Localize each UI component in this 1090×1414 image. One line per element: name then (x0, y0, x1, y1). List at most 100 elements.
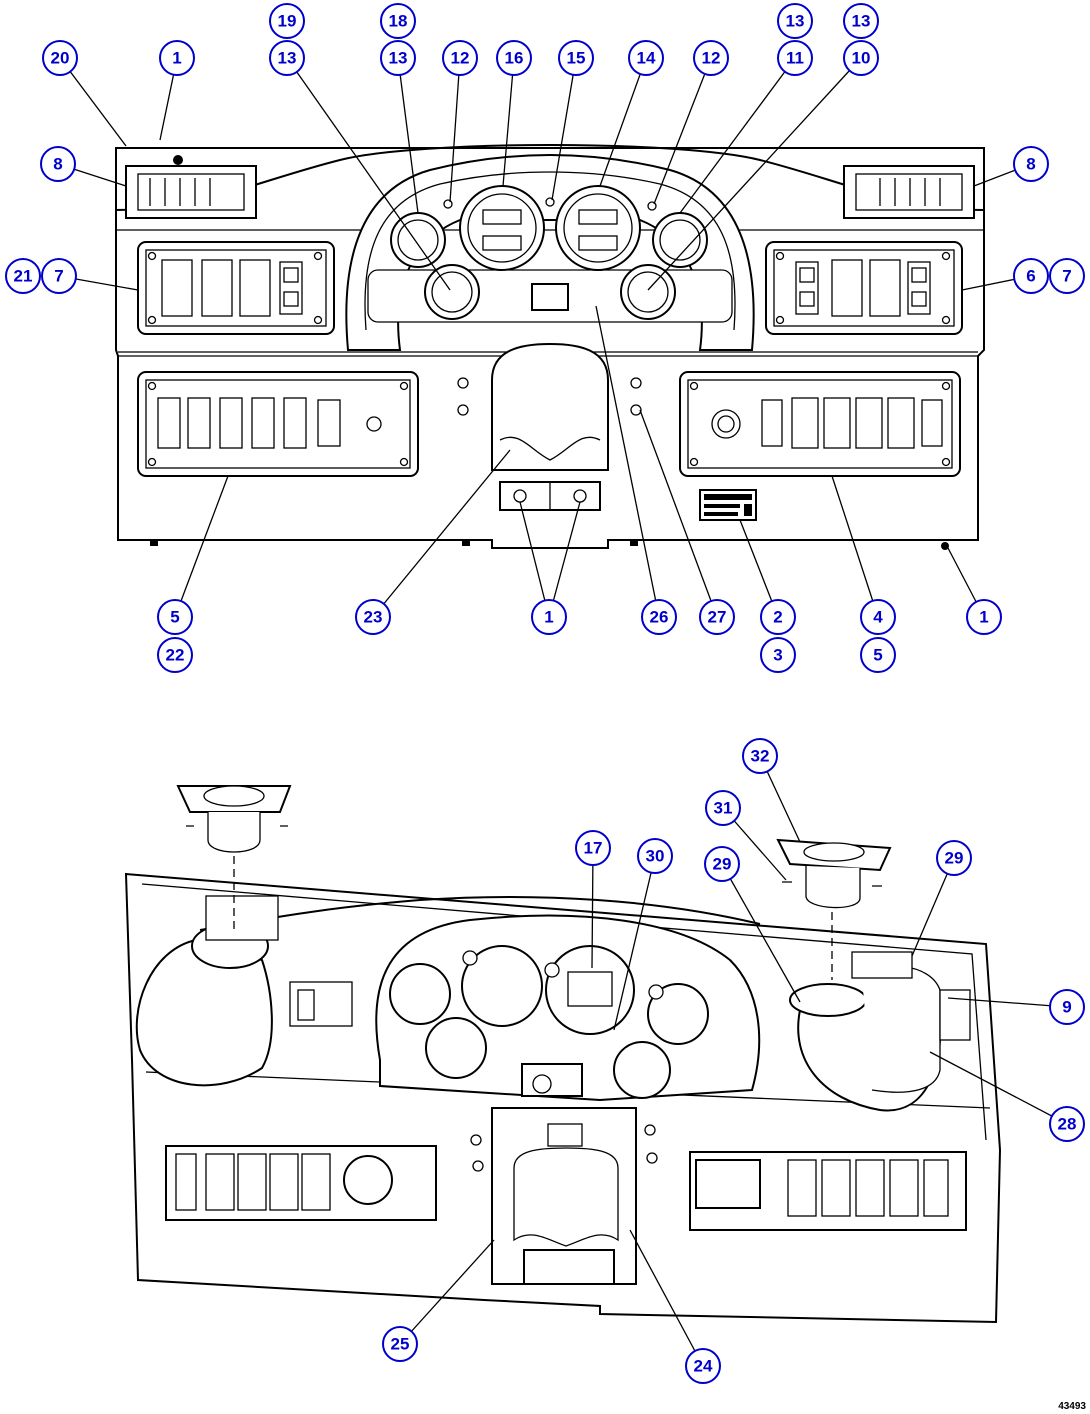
svg-text:13: 13 (786, 12, 805, 31)
large-gauge-tachometer (555, 185, 641, 271)
callout-7: 7 (41, 258, 77, 294)
svg-text:24: 24 (694, 1357, 713, 1376)
callout-29: 29 (936, 840, 972, 876)
callout-24: 24 (685, 1348, 721, 1384)
svg-text:20: 20 (51, 49, 70, 68)
callout-13: 13 (843, 3, 879, 39)
svg-text:10: 10 (852, 49, 871, 68)
svg-text:29: 29 (945, 849, 964, 868)
svg-text:12: 12 (451, 49, 470, 68)
svg-text:12: 12 (702, 49, 721, 68)
callout-12: 12 (442, 40, 478, 76)
small-gauge (652, 212, 708, 268)
small-gauge (424, 264, 480, 320)
callout-1: 1 (159, 40, 195, 76)
callout-21: 21 (5, 258, 41, 294)
callout-27: 27 (699, 599, 735, 635)
small-gauge (620, 264, 676, 320)
leader-lines (57, 57, 1068, 1367)
callout-1: 1 (966, 599, 1002, 635)
callout-31: 31 (705, 790, 741, 826)
drawing-number: 43493 (1058, 1401, 1086, 1412)
steering-column-cover (491, 342, 609, 471)
svg-text:28: 28 (1058, 1115, 1077, 1134)
svg-text:27: 27 (708, 608, 727, 627)
rear-view-instrument-panel (124, 785, 1002, 1324)
svg-text:13: 13 (278, 49, 297, 68)
callout-8: 8 (1013, 146, 1049, 182)
callout-8: 8 (40, 146, 76, 182)
svg-text:8: 8 (1026, 155, 1035, 174)
svg-text:8: 8 (53, 155, 62, 174)
callout-26: 26 (641, 599, 677, 635)
svg-text:1: 1 (544, 608, 553, 627)
svg-text:3: 3 (773, 646, 782, 665)
callout-3: 3 (760, 637, 796, 673)
svg-text:22: 22 (166, 646, 185, 665)
callout-25: 25 (382, 1326, 418, 1362)
callout-23: 23 (355, 599, 391, 635)
callout-18: 18 (380, 3, 416, 39)
callout-30: 30 (637, 838, 673, 874)
svg-text:32: 32 (751, 747, 770, 766)
small-gauge (390, 212, 446, 268)
callout-20: 20 (42, 40, 78, 76)
callout-19: 19 (269, 3, 305, 39)
svg-text:2: 2 (773, 608, 782, 627)
svg-text:29: 29 (713, 855, 732, 874)
callout-9: 9 (1049, 989, 1085, 1025)
callout-32: 32 (742, 738, 778, 774)
svg-text:21: 21 (14, 267, 33, 286)
callout-13: 13 (269, 40, 305, 76)
callout-5: 5 (860, 637, 896, 673)
svg-text:7: 7 (54, 267, 63, 286)
callout-28: 28 (1049, 1106, 1085, 1142)
svg-text:19: 19 (278, 12, 297, 31)
svg-text:1: 1 (979, 608, 988, 627)
svg-text:14: 14 (637, 49, 656, 68)
svg-text:9: 9 (1062, 998, 1071, 1017)
svg-text:13: 13 (852, 12, 871, 31)
svg-text:26: 26 (650, 608, 669, 627)
svg-text:13: 13 (389, 49, 408, 68)
callout-14: 14 (628, 40, 664, 76)
svg-text:6: 6 (1026, 267, 1035, 286)
callout-1: 1 (531, 599, 567, 635)
svg-text:15: 15 (567, 49, 586, 68)
duct-elbow-left (135, 938, 273, 1087)
svg-text:31: 31 (714, 799, 733, 818)
svg-text:4: 4 (873, 608, 883, 627)
callout-13: 13 (380, 40, 416, 76)
callout-12: 12 (693, 40, 729, 76)
callout-15: 15 (558, 40, 594, 76)
callout-16: 16 (496, 40, 532, 76)
callout-5: 5 (157, 599, 193, 635)
indicator-light-module (531, 283, 569, 311)
svg-text:23: 23 (364, 608, 383, 627)
front-view-instrument-panel (115, 144, 985, 550)
large-gauge-speedometer (459, 185, 545, 271)
callout-4: 4 (860, 599, 896, 635)
svg-text:11: 11 (786, 49, 804, 68)
callout-22: 22 (157, 637, 193, 673)
svg-text:5: 5 (873, 646, 882, 665)
callout-balloons: 20 1 19 13 18 13 12 16 15 14 12 13 11 13… (5, 3, 1085, 1384)
callout-13: 13 (777, 3, 813, 39)
callout-17: 17 (575, 830, 611, 866)
svg-text:30: 30 (646, 847, 665, 866)
svg-text:1: 1 (172, 49, 181, 68)
callout-6: 6 (1013, 258, 1049, 294)
callout-10: 10 (843, 40, 879, 76)
svg-text:18: 18 (389, 12, 408, 31)
callout-7: 7 (1049, 258, 1085, 294)
callout-11: 11 (777, 40, 813, 76)
svg-text:16: 16 (505, 49, 524, 68)
duct-adapter-right (789, 983, 867, 1017)
svg-text:7: 7 (1062, 267, 1071, 286)
svg-text:25: 25 (391, 1335, 410, 1354)
callout-29: 29 (704, 846, 740, 882)
callout-2: 2 (760, 599, 796, 635)
svg-text:5: 5 (170, 608, 179, 627)
svg-text:17: 17 (584, 839, 603, 858)
